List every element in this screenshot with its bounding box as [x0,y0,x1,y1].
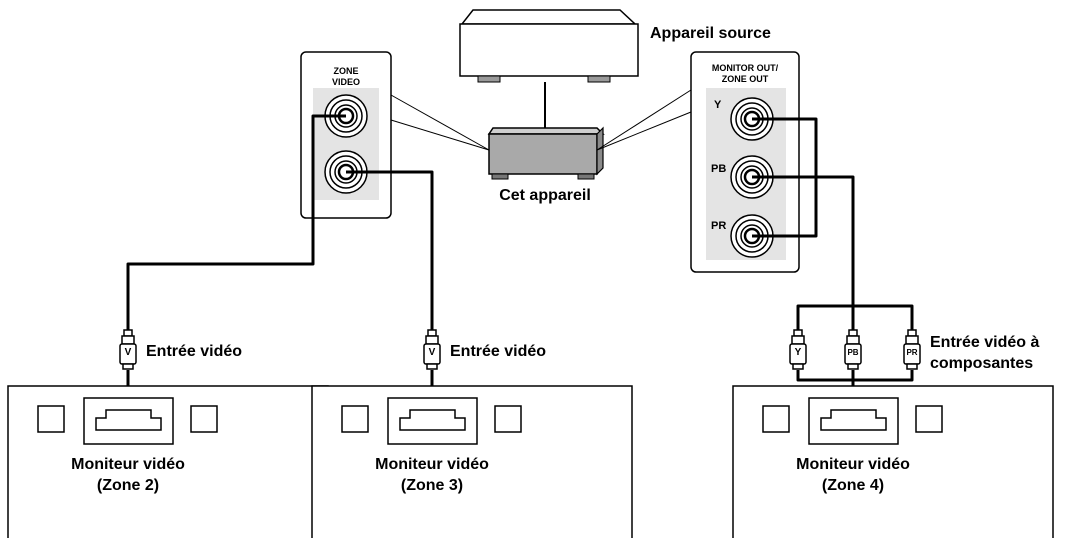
plug-v-zone3: V [423,329,441,370]
cable-zone2 [126,114,346,330]
monitor-out-label-line1: MONITOR OUT/ [712,63,779,73]
plug-v-label: V [429,347,436,358]
plug-y-label: Y [795,347,802,358]
zone-video-label-line1: ZONE [333,66,358,76]
component-input-label-line1: Entrée vidéo à [930,334,1039,351]
source-device [459,9,639,83]
plug-v-label: V [125,347,132,358]
cable-component-fan-top [796,304,914,330]
jack-pb-label: PB [711,163,726,175]
video-input-label-zone2: Entrée vidéo [146,343,242,360]
plug-pr: PR [903,329,921,370]
source-device-label: Appareil source [650,25,771,42]
monitor-zone: (Zone 3) [401,477,463,494]
plug-v-zone2: V [119,329,137,370]
video-input-label-zone3: Entrée vidéo [450,343,546,360]
plug-pb-label: PB [847,348,858,357]
monitor-zone4: Moniteur vidéo (Zone 4) [732,385,1054,538]
this-unit [487,126,605,180]
jack-pr-label: PR [711,220,726,232]
monitor-name: Moniteur vidéo [796,456,910,473]
cable-component-fan-bottom [796,370,914,382]
callout-lines [390,89,692,151]
cable-zone3 [346,170,434,330]
monitor-name: Moniteur vidéo [71,456,185,473]
monitor-zone2: Moniteur vidéo (Zone 2) [7,385,329,538]
jack-y-label: Y [714,99,722,111]
this-unit-label: Cet appareil [499,187,591,204]
monitor-out-label-line2: ZONE OUT [722,74,769,84]
cable-component-trunk [752,175,855,306]
monitor-name: Moniteur vidéo [375,456,489,473]
plug-pb: PB [844,329,862,370]
plug-y: Y [789,329,807,370]
monitor-zone: (Zone 2) [97,477,159,494]
monitor-zone: (Zone 4) [822,477,884,494]
monitor-zone3: Moniteur vidéo (Zone 3) [311,385,633,538]
component-input-label-line2: composantes [930,355,1033,372]
zone-video-label-line2: VIDEO [332,77,360,87]
plug-pr-label: PR [906,348,917,357]
